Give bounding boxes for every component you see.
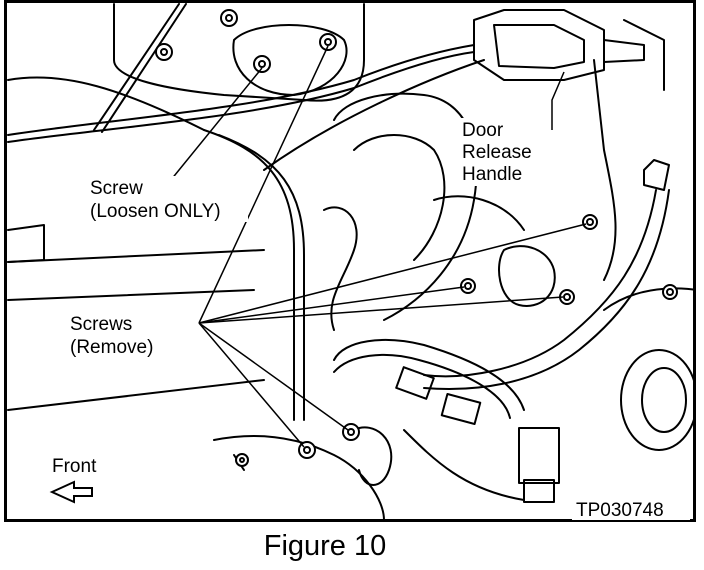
door-release-label-line2: Release bbox=[462, 142, 532, 163]
screw-loosen-label-line1: Screw bbox=[90, 178, 143, 199]
figure-code: TP030748 bbox=[576, 500, 664, 521]
screw-icon bbox=[582, 214, 598, 230]
door-panel-artwork bbox=[7, 3, 696, 521]
screw-loosen-label-line2: (Loosen ONLY) bbox=[90, 201, 221, 222]
screw-icon bbox=[220, 9, 238, 27]
screw-icon bbox=[235, 453, 249, 467]
leader-lines bbox=[165, 45, 587, 448]
screw-icon bbox=[662, 284, 678, 300]
front-arrow-icon bbox=[49, 480, 93, 504]
screw-icon bbox=[155, 43, 173, 61]
screw-icon bbox=[253, 55, 271, 73]
front-label: Front bbox=[52, 456, 97, 477]
screw-icon bbox=[342, 423, 360, 441]
door-release-label-line3: Handle bbox=[462, 164, 522, 185]
figure-caption: Figure 10 bbox=[263, 530, 387, 562]
screw-icon bbox=[460, 278, 476, 294]
screw-icon bbox=[319, 33, 337, 51]
door-release-label-line1: Door bbox=[462, 120, 504, 141]
screws-remove-label-line1: Screws bbox=[70, 314, 132, 335]
screws-remove-label-line2: (Remove) bbox=[70, 337, 153, 358]
diagram-frame: Door Release Handle Screw (Loosen ONLY) … bbox=[4, 0, 696, 522]
